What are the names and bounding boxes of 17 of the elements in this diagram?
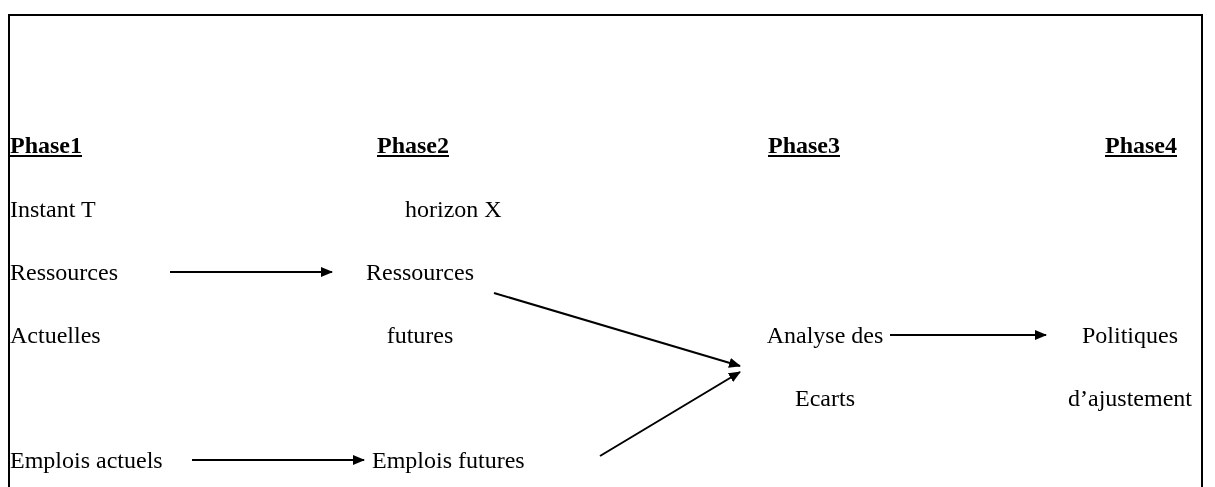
node-text: Analyse des Ecarts xyxy=(750,304,900,430)
phase-heading: Phase4 xyxy=(1105,131,1177,160)
arrow xyxy=(169,267,333,277)
arrow xyxy=(191,455,365,465)
time-label: horizon X xyxy=(405,195,502,224)
node-text: Emplois actuels xyxy=(10,429,180,487)
time-label: Instant T xyxy=(10,195,96,224)
node-text: Ressources Actuelles xyxy=(10,241,140,367)
node-text: Politiques d’ajustement xyxy=(1058,304,1202,430)
node-text: Emplois futures xyxy=(372,429,552,487)
arrow xyxy=(493,292,741,368)
arrow xyxy=(599,371,741,457)
node-text: Ressources futures xyxy=(350,241,490,367)
arrow xyxy=(889,330,1047,340)
phase-heading: Phase2 xyxy=(377,131,449,160)
phase-heading: Phase1 xyxy=(10,131,82,160)
phase-heading: Phase3 xyxy=(768,131,840,160)
